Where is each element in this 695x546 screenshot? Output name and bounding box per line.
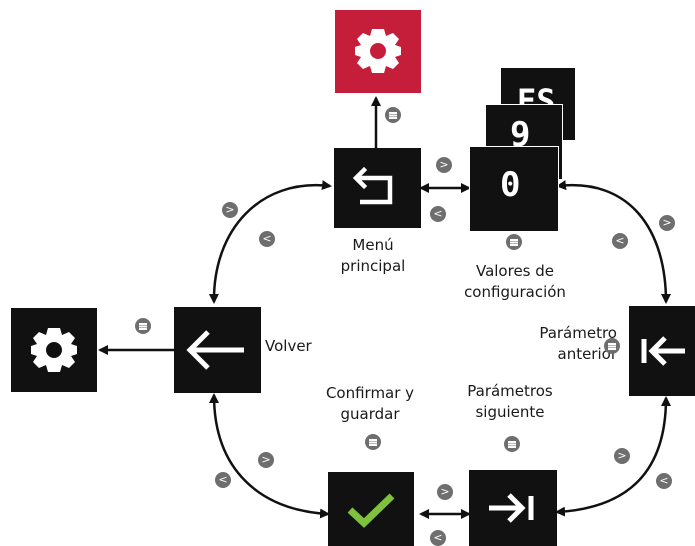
arc-values-anterior [556, 180, 671, 304]
back-return-icon [352, 166, 393, 205]
exit-settings-tile[interactable] [11, 308, 97, 392]
label-volver: Volver [265, 337, 312, 355]
menu-button-icon [506, 234, 522, 250]
parametro-anterior-tile[interactable] [629, 306, 695, 396]
gear-icon [31, 328, 77, 372]
arc-volver-confirmar [209, 393, 330, 519]
next-button-icon: > [437, 484, 453, 500]
arrow-left-icon [186, 330, 244, 370]
next-button-icon: > [436, 157, 452, 173]
menu-principal-tile[interactable] [334, 148, 421, 228]
prev-button-icon: < [430, 206, 446, 222]
skip-forward-icon [489, 493, 534, 523]
values-tile[interactable]: 0 [469, 146, 559, 232]
arc-menu-volver [208, 180, 332, 304]
menu-button-icon [365, 434, 381, 450]
prev-button-icon: < [612, 233, 628, 249]
prev-button-icon: < [259, 231, 275, 247]
value-9: 9 [510, 115, 531, 155]
next-button-icon: > [222, 202, 238, 218]
settings-tile[interactable] [335, 10, 421, 93]
next-button-icon: > [659, 215, 675, 231]
prev-button-icon: < [215, 472, 231, 488]
check-icon [347, 493, 395, 528]
menu-button-icon [385, 107, 401, 123]
value-0: 0 [500, 165, 521, 205]
gear-icon [355, 29, 401, 73]
prev-button-icon: < [656, 473, 672, 489]
next-button-icon: > [258, 452, 274, 468]
menu-button-icon [504, 436, 520, 452]
prev-button-icon: < [430, 530, 446, 546]
confirmar-tile[interactable] [328, 472, 414, 546]
next-button-icon: > [614, 448, 630, 464]
skip-back-icon [641, 336, 685, 366]
volver-tile[interactable] [174, 307, 261, 393]
menu-button-icon [135, 318, 151, 334]
menu-button-icon [604, 338, 620, 354]
arc-siguiente-anterior [555, 396, 671, 517]
siguiente-tile[interactable] [469, 470, 557, 546]
